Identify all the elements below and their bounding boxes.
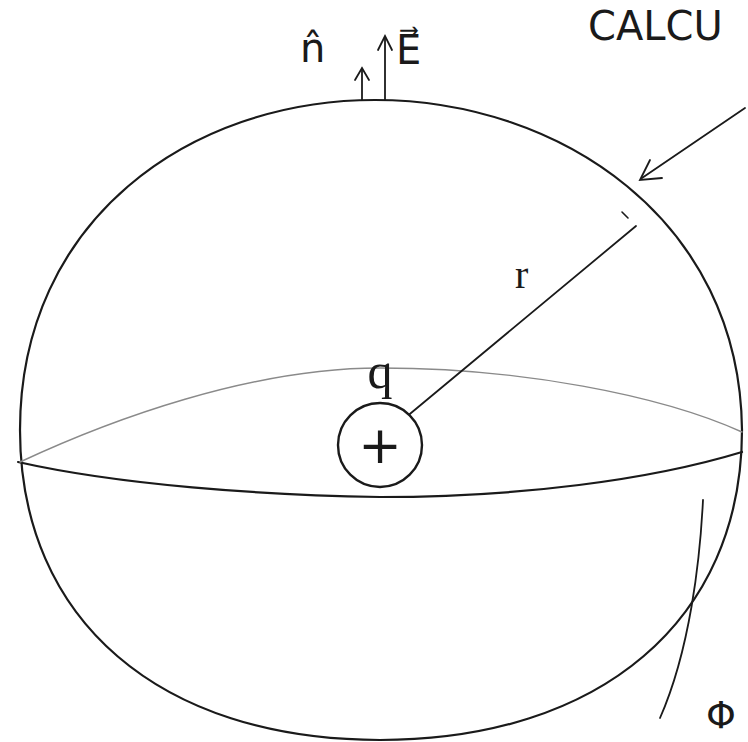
normal-arrowhead: [355, 68, 369, 80]
radius-line: [405, 226, 636, 418]
flux-label: Φ: [706, 696, 736, 734]
field-vector: [384, 38, 386, 100]
field-label: E⃗: [396, 30, 421, 70]
radius-label: r: [515, 255, 528, 295]
normal-vector: [361, 70, 363, 100]
sphere-stroke: [660, 500, 703, 718]
charge-label: q: [368, 346, 393, 396]
note-text: CALCU: [588, 6, 723, 46]
gaussian-sphere: [20, 100, 742, 740]
charge-sign: +: [335, 400, 425, 490]
radius-tick: [622, 212, 628, 218]
point-charge: q+: [335, 346, 425, 490]
pointer-arrowhead: [640, 160, 662, 180]
field-arrowhead: [378, 36, 392, 50]
pointer-arrow: [642, 108, 745, 178]
normal-label: n̂: [300, 28, 325, 68]
charge-disc: +: [335, 400, 425, 490]
